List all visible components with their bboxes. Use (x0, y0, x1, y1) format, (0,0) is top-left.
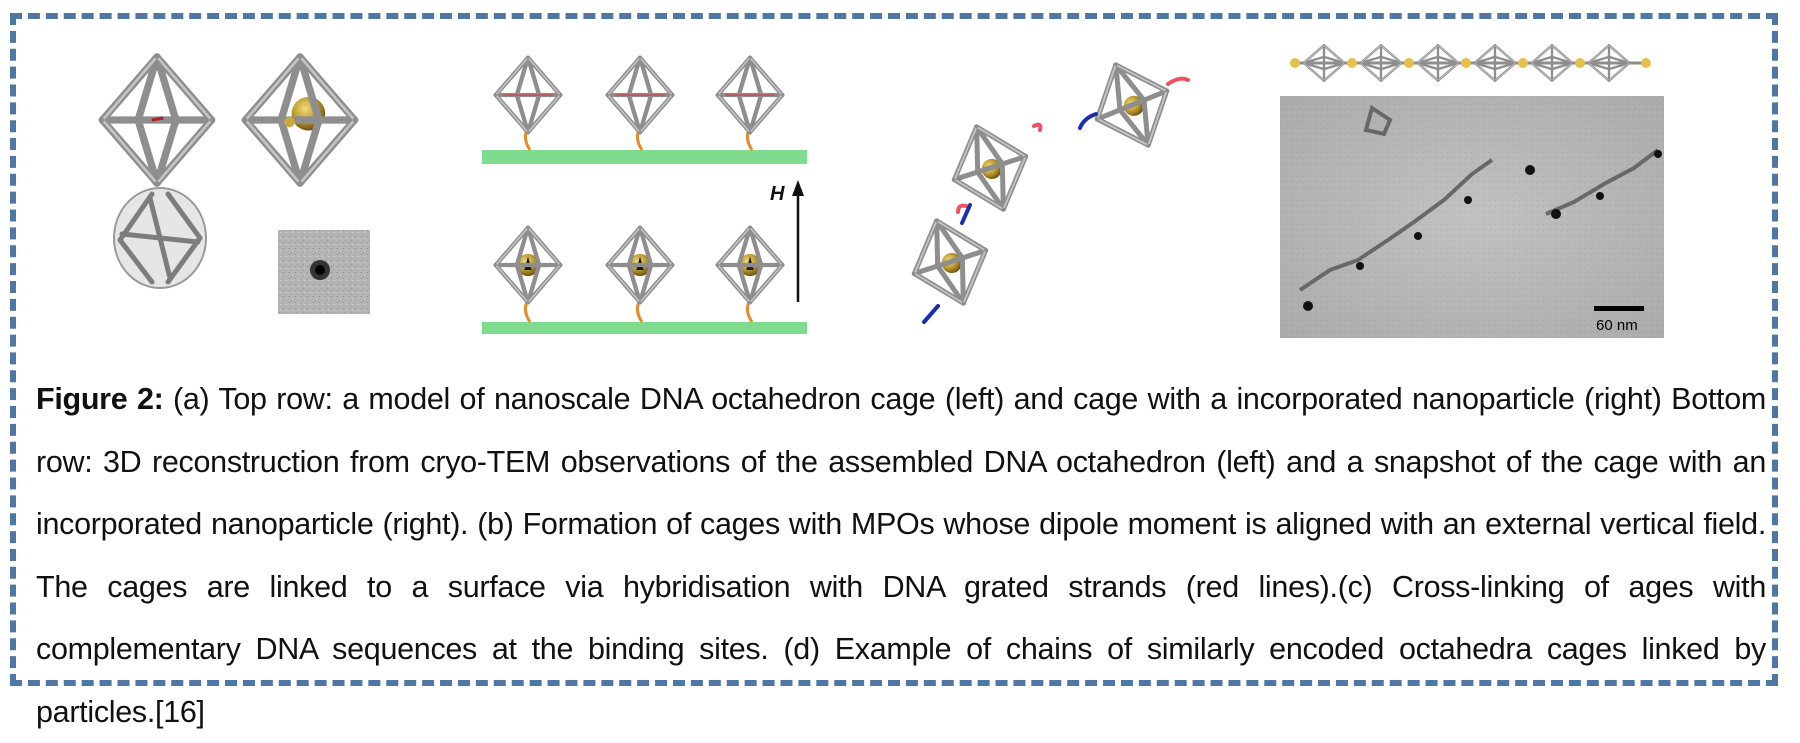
surface-bottom (482, 322, 807, 334)
cage-top-2 (608, 58, 672, 132)
blue-strand (1078, 112, 1098, 130)
cage-chain-model (1290, 44, 1651, 82)
cage-snapshot-image (278, 230, 370, 314)
crosslinked-cage-bottom (901, 209, 999, 314)
red-strand (1032, 122, 1043, 132)
panel-a (102, 57, 370, 314)
panel-c (901, 51, 1190, 324)
scale-bar-label: 60 nm (1596, 317, 1638, 334)
blue-strand (922, 304, 940, 324)
cage-bottom-1 (496, 228, 560, 302)
octahedron-cage-model (102, 57, 211, 183)
caption-label: Figure 2: (36, 382, 164, 416)
panel-b: H (482, 58, 807, 334)
surface-top (482, 150, 807, 164)
tem-micrograph: 60 nm (1280, 96, 1664, 338)
figure-border (10, 13, 1778, 686)
free-cage (1081, 51, 1183, 159)
cage-top-1 (496, 58, 560, 132)
figure-caption: Figure 2: (a) Top row: a model of nanosc… (36, 368, 1766, 743)
caption-text: (a) Top row: a model of nanoscale DNA oc… (36, 382, 1767, 729)
crosslinked-cage-middle (941, 115, 1039, 220)
panel-d: 60 nm (1280, 44, 1664, 338)
cryo-tem-reconstruction (113, 187, 207, 289)
figure-illustration: H (0, 44, 1664, 338)
cage-bottom-2 (608, 228, 672, 302)
blue-strand (960, 203, 972, 225)
cage-top-3 (718, 58, 782, 132)
scale-bar (1594, 306, 1644, 311)
field-label: H (770, 183, 785, 205)
cage-bottom-3 (718, 228, 782, 302)
field-arrow (792, 180, 804, 302)
octahedron-cage-with-nanoparticle (245, 57, 354, 183)
red-strand (956, 203, 968, 214)
red-strand (1166, 76, 1190, 86)
